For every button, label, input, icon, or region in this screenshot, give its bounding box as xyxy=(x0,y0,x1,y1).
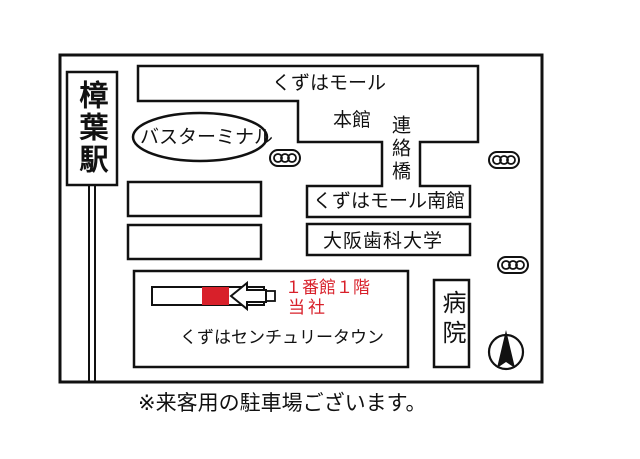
university-box xyxy=(305,222,472,257)
traffic-light-icon xyxy=(269,149,301,167)
traffic-light-icon xyxy=(488,151,520,169)
mall-label: くずはモール xyxy=(272,72,387,94)
university-label: 大阪歯科大学 xyxy=(323,230,444,252)
building-lower-left xyxy=(126,223,263,261)
century-town-label: くずはセンチュリータウン xyxy=(180,328,384,348)
hospital-label: 病院 xyxy=(438,290,466,350)
main-building-label: 本館 xyxy=(333,109,372,131)
building-upper-left xyxy=(126,180,263,218)
north-arrow-icon xyxy=(487,330,525,371)
mall-south-label: くずはモール南館 xyxy=(313,190,466,212)
arrow-left-icon xyxy=(229,280,267,312)
traffic-light-icon xyxy=(497,256,529,274)
bridge-label: 連絡橋 xyxy=(389,115,411,184)
station-label: 樟葉駅 xyxy=(75,80,109,176)
office-floor-label: １番館１階 xyxy=(285,278,370,298)
hospital-box xyxy=(432,278,471,369)
bus-terminal-outline xyxy=(131,111,269,163)
office-red-marker xyxy=(202,287,229,305)
map-frame xyxy=(58,53,544,384)
station-box xyxy=(65,70,119,187)
bus-terminal-label: バスターミナル xyxy=(140,126,274,148)
kuzuha-mall-outline xyxy=(136,64,480,219)
office-company-label: 当社 xyxy=(288,298,328,318)
parking-note: ※来客用の駐車場ございます。 xyxy=(138,391,427,415)
